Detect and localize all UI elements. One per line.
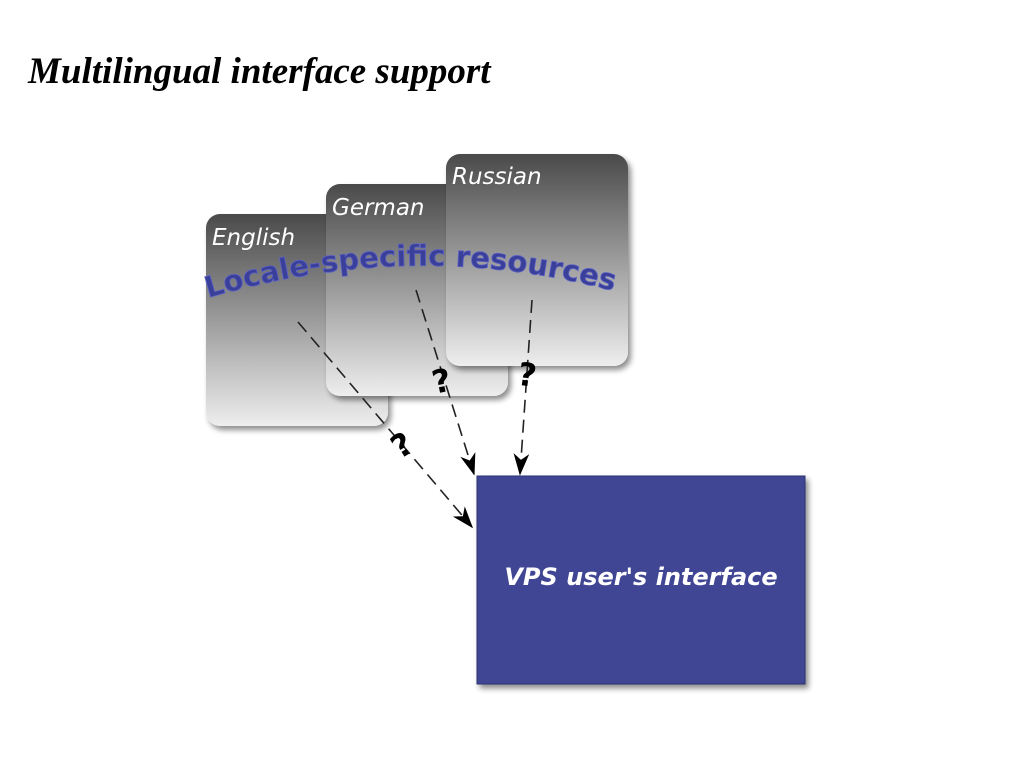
arrow-english (297, 321, 474, 529)
arrow-german (415, 289, 476, 476)
locale-card-label: Russian (452, 164, 542, 190)
arrow-russian (513, 299, 533, 476)
locale-card-russian: Russian (446, 154, 628, 366)
locale-card-label: German (332, 195, 425, 221)
vps-interface-box: VPS user's interface (476, 475, 806, 685)
question-mark-russian: ? (515, 355, 539, 395)
slide-title: Multilingual interface support (28, 51, 491, 92)
locale-card-label: English (212, 225, 295, 251)
vps-interface-label: VPS user's interface (504, 563, 777, 591)
